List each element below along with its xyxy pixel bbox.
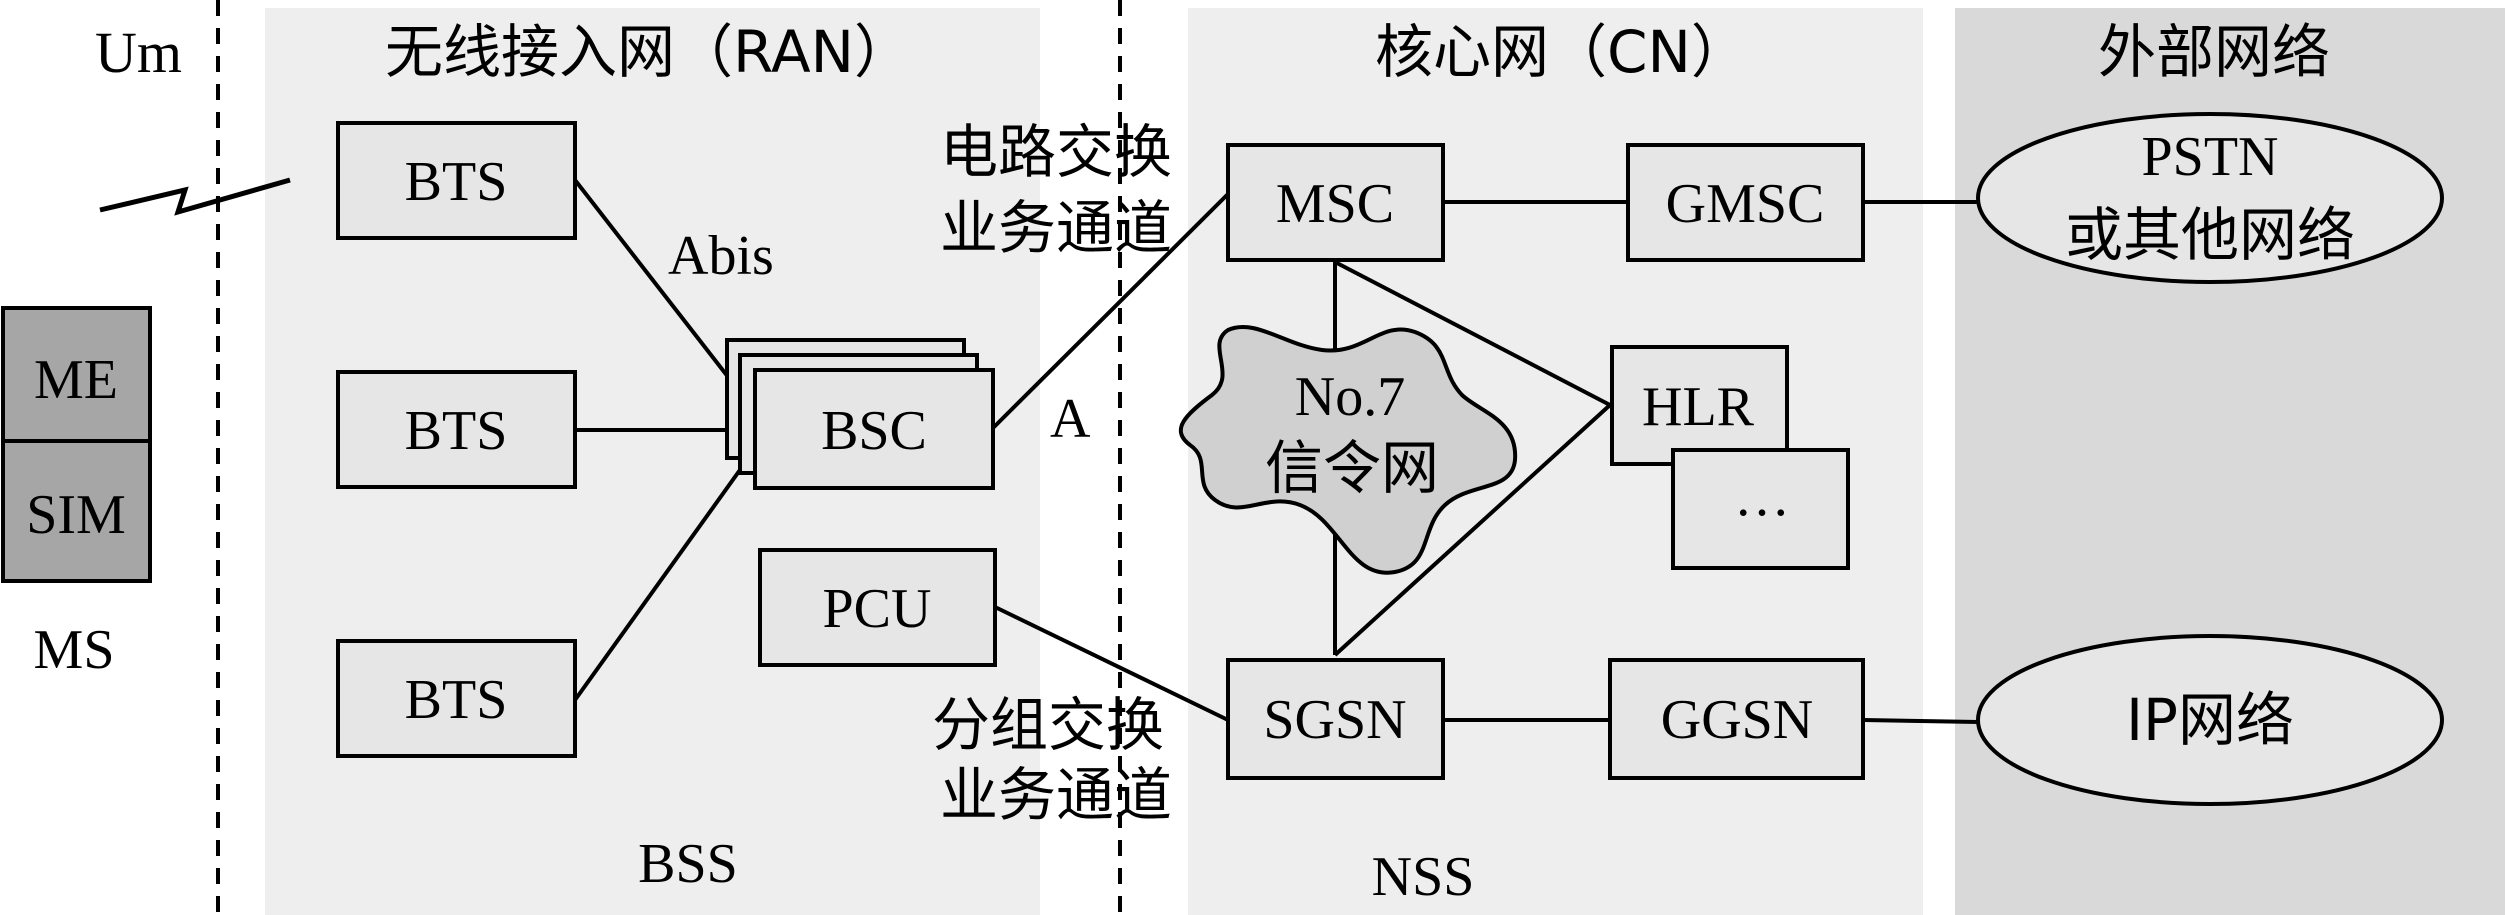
sgsn-label: SGSN (1263, 689, 1406, 751)
ip-network-ellipse (1976, 634, 2444, 806)
cs-channel-label-line2: 业务通道 (940, 194, 1172, 262)
bts-box-1 (336, 121, 577, 240)
msc-label: MSC (1276, 173, 1394, 235)
pstn-label-line2: 或其他网络 (2065, 201, 2355, 269)
cs-channel-label-line1: 电路交换 (940, 118, 1172, 186)
ggsn-ip-link (1862, 718, 1979, 724)
abis-interface-label: Abis (668, 225, 774, 287)
hlr-sgsn-link (1333, 403, 1612, 657)
bsc-label: BSC (821, 400, 927, 462)
no7-signaling-network-cloud (1178, 324, 1518, 575)
bts-1-label: BTS (405, 151, 508, 213)
ps-channel-label-line1: 分组交换 (932, 691, 1164, 759)
me-box (1, 306, 152, 443)
ggsn-box (1608, 658, 1865, 780)
nss-label: NSS (1372, 846, 1475, 908)
signaling-label-line2: 信令网 (1265, 434, 1439, 502)
um-label: Um (95, 20, 182, 85)
bts-2-label: BTS (405, 400, 508, 462)
connection-lines (573, 178, 1979, 724)
msc-hlr-link (1334, 260, 1611, 407)
bss-label: BSS (638, 833, 738, 895)
pcu-box (758, 548, 997, 667)
pstn-ellipse (1976, 112, 2444, 284)
ms-label: MS (34, 619, 115, 681)
gmsc-label: GMSC (1666, 173, 1825, 235)
ran-title: 无线接入网（RAN） (385, 18, 912, 86)
radio-link-icon (99, 177, 291, 216)
hlr-box (1610, 345, 1789, 466)
bts-box-3 (336, 639, 577, 758)
pcu-sgsn-link (994, 605, 1229, 722)
ps-channel-label-line2: 业务通道 (940, 761, 1172, 829)
bts3-bsc-link (573, 440, 762, 702)
other-databases-box (1671, 448, 1850, 570)
ip-network-label: IP网络 (2126, 686, 2294, 754)
cn-title: 核心网（CN） (1375, 18, 1749, 86)
sim-label: SIM (26, 484, 126, 546)
external-title: 外部网络 (2098, 18, 2330, 86)
hlr-label: HLR (1642, 376, 1755, 438)
me-label: ME (34, 349, 118, 411)
sgsn-box (1226, 658, 1445, 780)
a-interface-label: A (1050, 388, 1091, 450)
bsc-box (753, 368, 995, 490)
pstn-label-line1: PSTN (2142, 126, 2279, 188)
msc-box (1226, 143, 1445, 262)
bsc-msc-link (991, 190, 1232, 430)
bts-3-label: BTS (405, 669, 508, 731)
pcu-label: PCU (823, 578, 932, 640)
signaling-label-line1: No.7 (1295, 366, 1405, 428)
gmsc-box (1626, 143, 1865, 262)
other-databases-label: … (1734, 466, 1790, 528)
bts-box-2 (336, 370, 577, 489)
ggsn-label: GGSN (1661, 689, 1813, 751)
sim-box (1, 439, 152, 583)
